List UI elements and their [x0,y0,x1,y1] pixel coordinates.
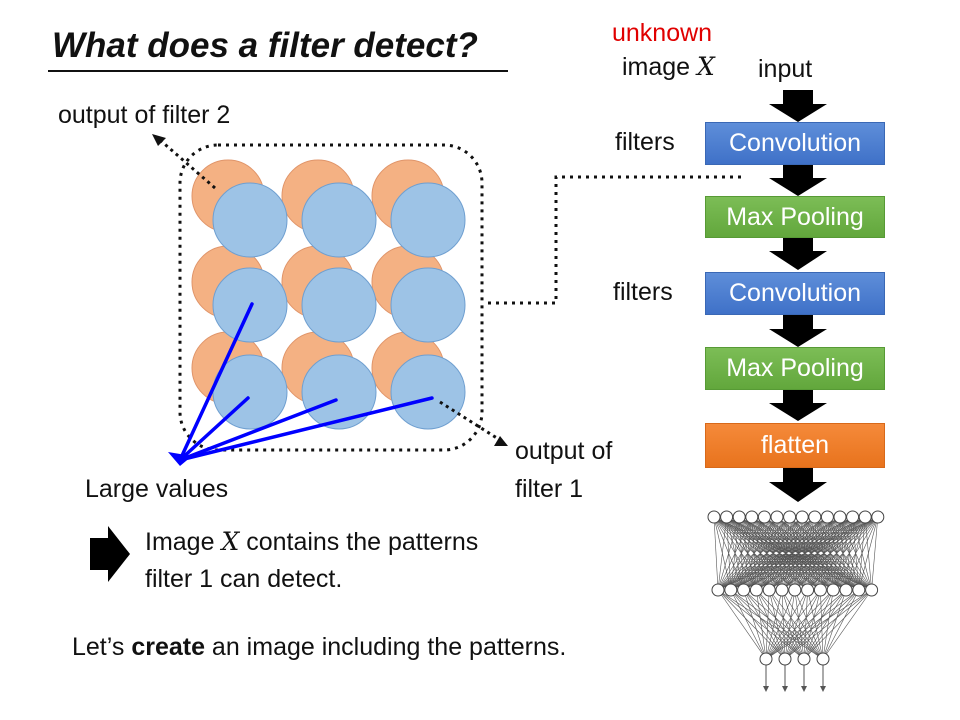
emphasis-create: create [131,633,205,661]
filter1-output-grid [212,182,466,430]
conclusion-arrow-icon [90,526,130,582]
network-node [737,583,751,597]
network-node [775,583,789,597]
network-node [749,583,763,597]
network-node [795,510,809,524]
network-node [852,583,866,597]
title-underline [48,70,508,72]
label-filter1-output-line1: output of [515,437,613,465]
network-node [759,652,773,666]
network-node [770,510,784,524]
filter1-cell [390,267,466,343]
filter1-cell [390,182,466,258]
filter1-cell [301,267,377,343]
feature-map-frame [178,143,484,452]
network-node [757,510,771,524]
network-node [871,510,885,524]
large-values-arrowhead [168,452,192,466]
large-value-lines [178,302,434,462]
network-node [858,510,872,524]
filter2-pointer [159,138,216,190]
label-filter2-output: output of filter 2 [58,101,231,129]
label-large-values: Large values [85,475,229,503]
network-node [865,583,879,597]
filter1-pointer [439,400,501,442]
network-node [707,510,721,524]
network-node [745,510,759,524]
filter1-pointer-head [494,436,508,446]
filter1-cell [301,354,377,430]
label-image-x: image X [622,52,715,81]
slide-title: What does a filter detect? [52,26,478,65]
network-node [846,510,860,524]
convolution-layer-1: Convolution [705,122,885,165]
network-node [762,583,776,597]
network-node [808,510,822,524]
network-node [797,652,811,666]
label-input: input [758,55,813,83]
label-filters-1: filters [615,128,675,156]
label-filter1-output-line2: filter 1 [515,475,584,503]
max-pooling-layer-1: Max Pooling [705,196,885,238]
frame-to-conv-connector [488,175,745,305]
network-node [711,583,725,597]
max-pooling-layer-2: Max Pooling [705,347,885,390]
network-node [720,510,734,524]
label-unknown: unknown [612,19,713,47]
filter1-cell [212,182,288,258]
network-node [816,652,830,666]
conclusion-line1: Image X contains the patterns [145,527,479,556]
flatten-layer: flatten [705,423,885,468]
filter1-cell [301,182,377,258]
network-node [788,583,802,597]
network-node [801,583,815,597]
network-node [813,583,827,597]
network-node [820,510,834,524]
conclusion-line2: filter 1 can detect. [145,565,343,593]
filter1-cell [390,354,466,430]
network-node [732,510,746,524]
network-node [724,583,738,597]
network-node [778,652,792,666]
filter2-pointer-head [152,134,166,146]
network-node [833,510,847,524]
network-node [826,583,840,597]
network-node [839,583,853,597]
fully-connected-network [707,510,885,692]
bottom-statement: Let’s create an image including the patt… [72,633,567,661]
convolution-layer-2: Convolution [705,272,885,315]
network-node [783,510,797,524]
variable-x: X [221,527,240,556]
label-filters-2: filters [613,278,673,306]
pipeline-arrows [769,90,827,502]
